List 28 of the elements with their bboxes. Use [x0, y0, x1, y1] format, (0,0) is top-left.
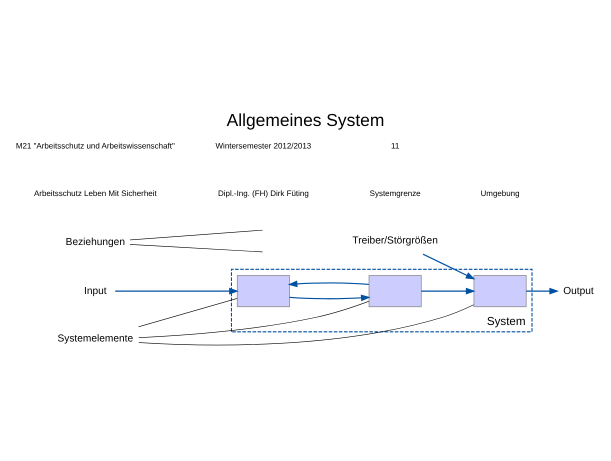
diagram-title: Allgemeines System [226, 110, 384, 130]
node-box [474, 275, 527, 308]
label: 11 [391, 142, 400, 151]
connector [130, 244, 263, 252]
node-text: Output [563, 286, 594, 297]
connector [138, 298, 238, 328]
arrow [421, 288, 476, 294]
node-text: Systemelemente [58, 334, 134, 345]
cluster: System [230, 268, 533, 332]
label: Wintersemester 2012/2013 [216, 142, 312, 151]
label: Umgebung [480, 188, 520, 198]
arrow [115, 288, 239, 294]
arrow [526, 288, 559, 294]
connector [130, 230, 263, 240]
label: Dipl.-Ing. (FH) Dirk Füting [218, 188, 309, 198]
node-text: Input [84, 286, 107, 297]
arrow [422, 254, 476, 280]
arrow [288, 280, 369, 288]
arrow [290, 294, 371, 302]
label: M21 "Arbeitsschutz und Arbeitswissenschaft" [16, 142, 175, 151]
node-text: Beziehungen [66, 237, 125, 248]
connector [138, 304, 474, 346]
node-text: Treiber/Störgrößen [352, 236, 438, 247]
connector [138, 301, 370, 338]
node-box [236, 275, 290, 308]
label: Arbeitsschutz Leben Mit Sicherheit [34, 188, 157, 198]
label: Systemgrenze [370, 188, 421, 198]
node-box [368, 275, 422, 308]
